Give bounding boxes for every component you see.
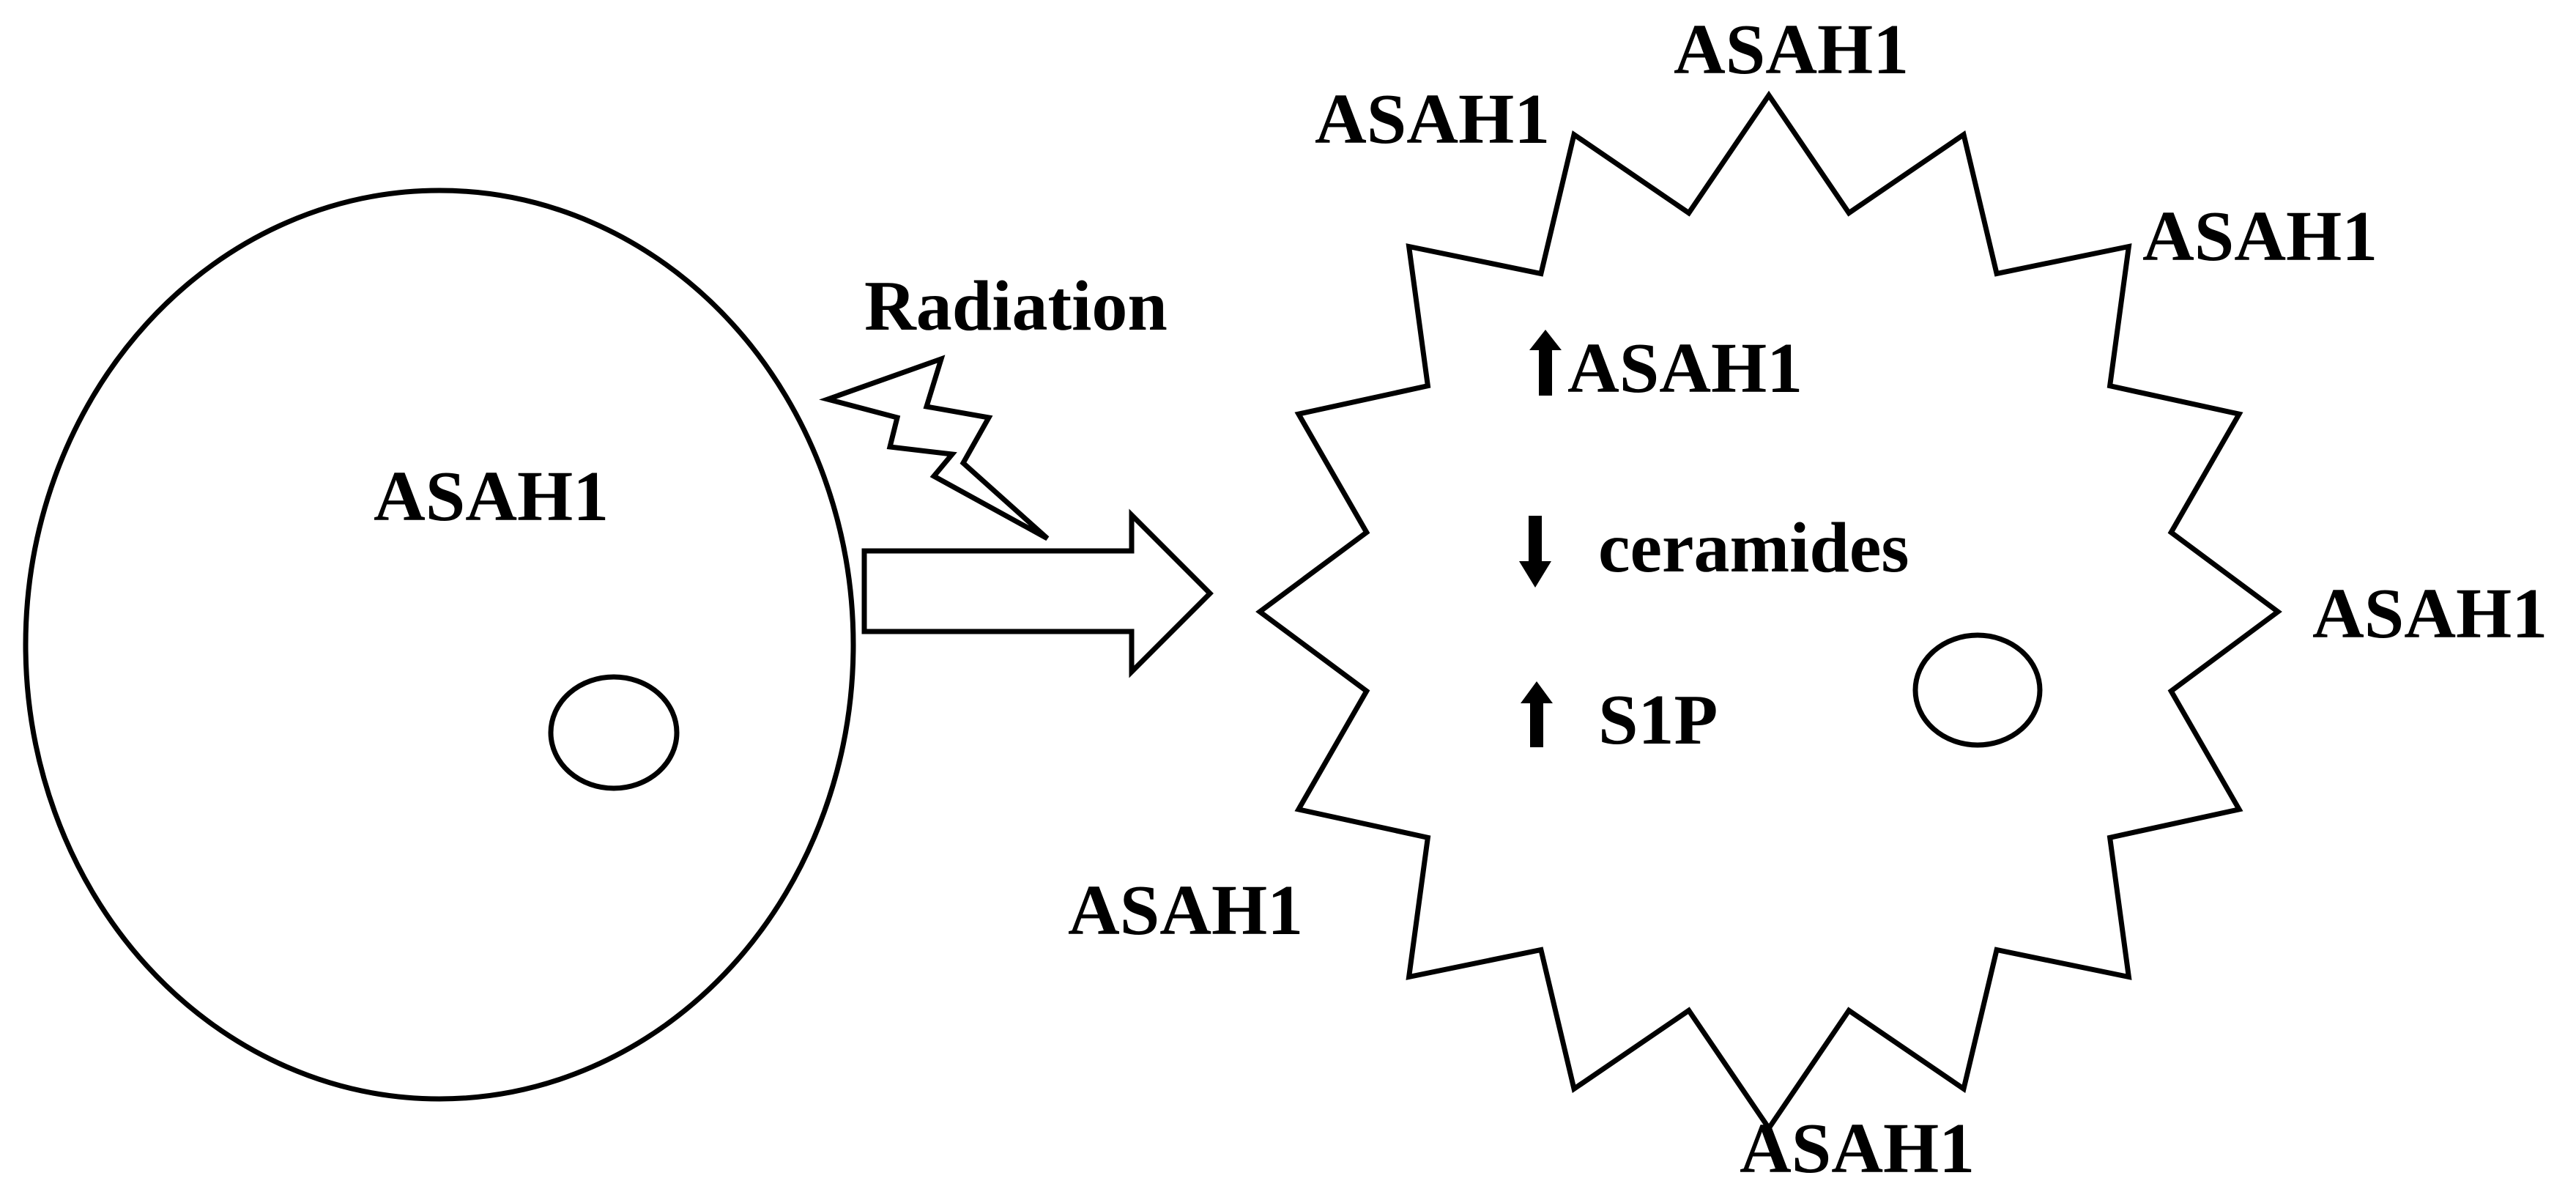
normal-cell-asah1-label: ASAH1: [374, 457, 609, 536]
change-asah1-row: ASAH1: [1529, 329, 1803, 408]
change-ceramides-row: ceramides: [1519, 508, 1909, 588]
change-s1p-row: S1P: [1521, 681, 1718, 760]
secreted-asah1-label: ASAH1: [2142, 197, 2378, 276]
arrow-up-icon: [1529, 330, 1562, 396]
normal-cell: ASAH1: [23, 188, 856, 1102]
s1p-label: S1P: [1598, 681, 1718, 760]
normal-cell-membrane: [23, 188, 856, 1102]
irradiated-cell: ASAH1 ceramides S1P ASAH1 ASAH1 ASAH1 AS…: [1068, 10, 2547, 1188]
secreted-asah1-label: ASAH1: [1068, 871, 1303, 950]
irradiated-cell-membrane: [1255, 90, 2282, 1133]
secreted-asah1-label: ASAH1: [1674, 10, 1909, 89]
normal-cell-nucleus: [548, 674, 680, 791]
lightning-bolt-icon: [819, 355, 1050, 541]
ceramides-label: ceramides: [1598, 508, 1909, 588]
arrow-up-icon: [1521, 681, 1553, 747]
radiation-label: Radiation: [864, 267, 1168, 346]
secreted-asah1-label: ASAH1: [1740, 1109, 1975, 1188]
inside-asah1-label: ASAH1: [1567, 329, 1803, 408]
secreted-asah1-label: ASAH1: [1315, 80, 1550, 159]
arrow-down-icon: [1519, 516, 1551, 588]
radiation-stimulus: Radiation: [819, 267, 1168, 541]
secreted-asah1-label: ASAH1: [2312, 574, 2547, 653]
irradiated-cell-nucleus: [1912, 632, 2043, 748]
transition-arrow-icon: [861, 508, 1214, 678]
